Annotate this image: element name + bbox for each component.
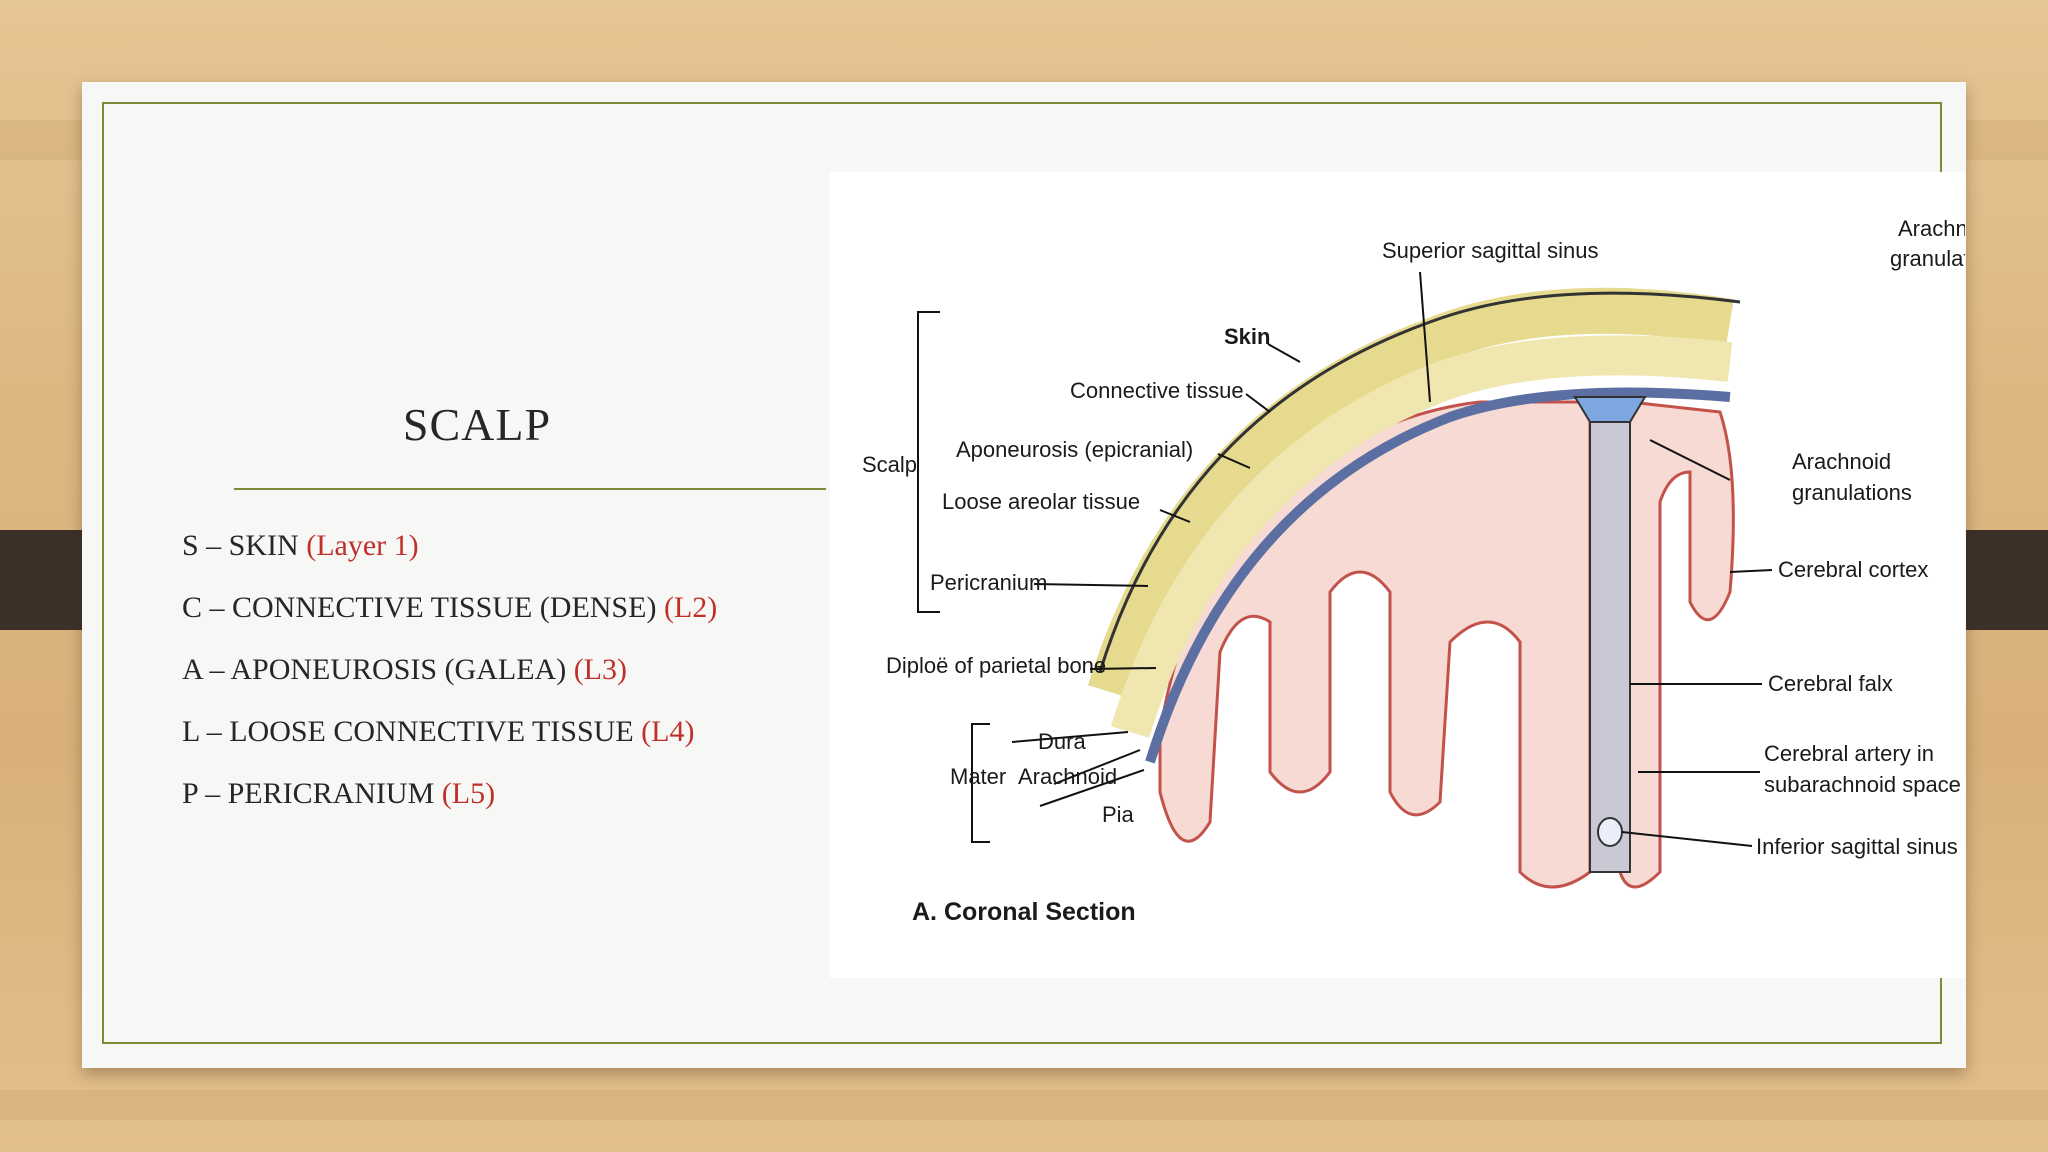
label-cerebral-cortex: Cerebral cortex	[1778, 557, 1928, 582]
layer-tag: (L4)	[641, 715, 694, 748]
item-text: C – CONNECTIVE TISSUE (DENSE)	[182, 591, 664, 624]
list-item: C – CONNECTIVE TISSUE (DENSE) (L2)	[182, 584, 717, 646]
item-text: L – LOOSE CONNECTIVE TISSUE	[182, 715, 641, 748]
label-skin: Skin	[1224, 324, 1270, 349]
layer-tag: (L5)	[442, 777, 495, 810]
item-text: S – SKIN	[182, 529, 306, 562]
label-arachnoid-granulations-cut: Arachn	[1898, 216, 1965, 241]
leader-line	[1246, 394, 1270, 412]
scalp-bracket	[918, 312, 940, 612]
label-cerebral-artery: Cerebral artery in	[1764, 741, 1934, 766]
label-cerebral-falx: Cerebral falx	[1768, 671, 1893, 696]
label-mater: Mater	[950, 764, 1006, 789]
brain-cortex-shape-right	[1620, 402, 1733, 887]
label-arachnoid-granulations: Arachnoid	[1792, 449, 1891, 474]
coronal-section-figure: Superior sagittal sinus Arachn granulati…	[830, 172, 1965, 978]
layer-tag: (Layer 1)	[306, 529, 418, 562]
label-pia: Pia	[1102, 802, 1135, 827]
label-arachnoid-granulations: granulations	[1792, 480, 1912, 505]
list-item: A – APONEUROSIS (GALEA) (L3)	[182, 646, 717, 708]
wood-grain	[0, 1090, 2048, 1120]
label-scalp: Scalp	[862, 452, 917, 477]
cerebral-falx	[1590, 402, 1630, 872]
list-item: P – PERICRANIUM (L5)	[182, 770, 717, 832]
label-diploe: Diploë of parietal bone	[886, 653, 1106, 678]
label-inferior-sagittal-sinus: Inferior sagittal sinus	[1756, 834, 1958, 859]
label-loose-areolar-tissue: Loose areolar tissue	[942, 489, 1140, 514]
label-dura: Dura	[1038, 729, 1086, 754]
slide-title: SCALP	[322, 398, 632, 451]
title-divider	[234, 488, 826, 490]
item-text: A – APONEUROSIS (GALEA)	[182, 653, 574, 686]
binder-tab-right	[1964, 530, 2048, 630]
scalp-anatomy-illustration: Superior sagittal sinus Arachn granulati…	[830, 172, 1965, 978]
list-item: L – LOOSE CONNECTIVE TISSUE (L4)	[182, 708, 717, 770]
label-arachnoid: Arachnoid	[1018, 764, 1117, 789]
layer-tag: (L3)	[574, 653, 627, 686]
label-connective-tissue: Connective tissue	[1070, 378, 1244, 403]
leader-line	[1268, 344, 1300, 362]
label-aponeurosis: Aponeurosis (epicranial)	[956, 437, 1193, 462]
label-cerebral-artery: subarachnoid space	[1764, 772, 1961, 797]
label-superior-sagittal-sinus: Superior sagittal sinus	[1382, 238, 1598, 263]
inferior-sagittal-sinus-shape	[1598, 818, 1622, 846]
label-arachnoid-granulations-cut: granulati	[1890, 246, 1965, 271]
label-pericranium: Pericranium	[930, 570, 1047, 595]
leader-line	[1730, 570, 1772, 572]
list-item: S – SKIN (Layer 1)	[182, 522, 717, 584]
layer-tag: (L2)	[664, 591, 717, 624]
scalp-layer-list: S – SKIN (Layer 1) C – CONNECTIVE TISSUE…	[182, 522, 717, 832]
item-text: P – PERICRANIUM	[182, 777, 442, 810]
figure-caption: A. Coronal Section	[912, 898, 1136, 926]
